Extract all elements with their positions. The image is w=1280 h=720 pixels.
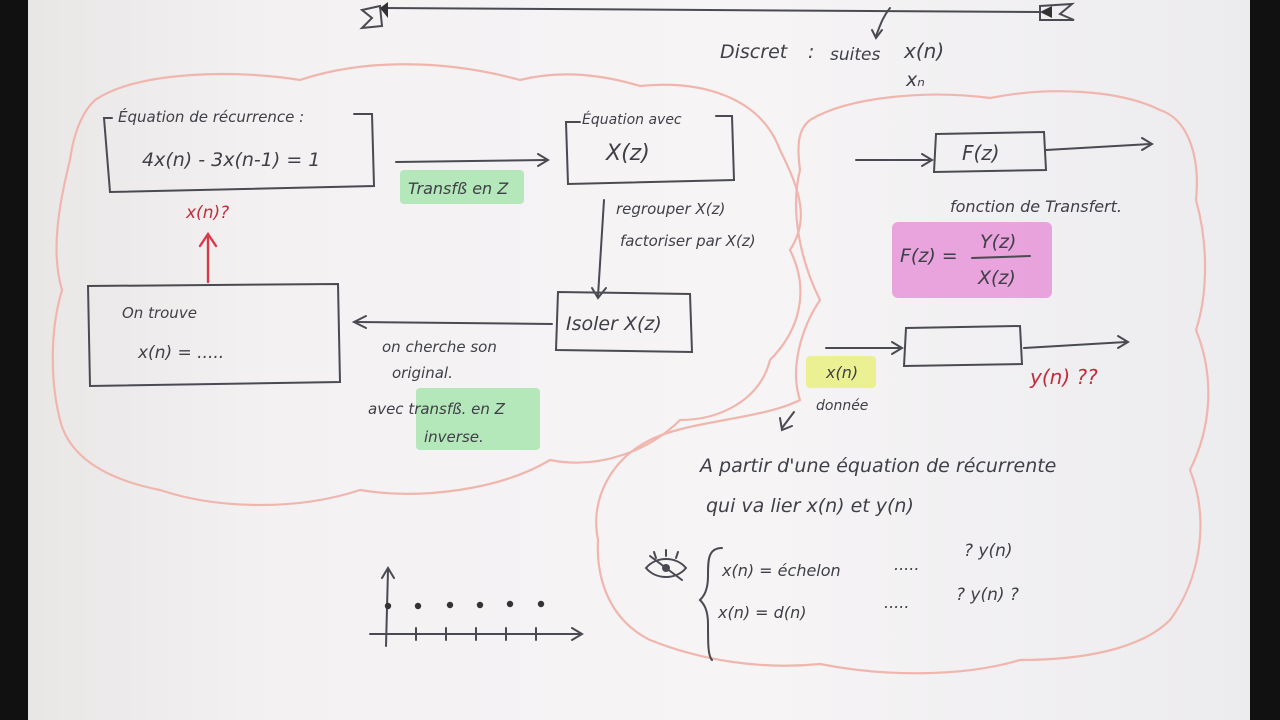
case-2-left: x(n) = d(n) bbox=[717, 603, 806, 622]
paper-sheet bbox=[28, 0, 1250, 720]
xn-function-label: x(n) bbox=[903, 39, 944, 63]
isoler-content: Isoler X(z) bbox=[566, 313, 662, 335]
recurrence-equation: 4x(n) - 3x(n-1) = 1 bbox=[142, 149, 320, 171]
title-banner bbox=[359, 2, 1075, 40]
arrow-transform-z bbox=[395, 153, 550, 167]
output-label: y(n) ?? bbox=[1029, 365, 1098, 389]
result-content: x(n) = ..... bbox=[137, 343, 224, 363]
formula-lhs: F(z) = bbox=[900, 245, 958, 267]
transfer-block: F(z) bbox=[855, 130, 1154, 174]
inverse-transform-line-1: avec transfß. en Z bbox=[368, 400, 506, 418]
transfer-function-label: fonction de Transfert. bbox=[950, 197, 1122, 216]
question-xn: x(n)? bbox=[185, 203, 229, 223]
equation-z-content: X(z) bbox=[605, 141, 650, 166]
sentence-line-2: qui va lier x(n) et y(n) bbox=[706, 495, 914, 517]
discrete-note: Discret : suites x(n) xₙ bbox=[720, 39, 944, 91]
discrete-signal-plot bbox=[369, 566, 584, 647]
result-title: On trouve bbox=[122, 304, 197, 322]
sentence-line-1: A partir d'une équation de récurrente bbox=[698, 455, 1056, 477]
right-cloud-outline bbox=[595, 90, 1210, 675]
given-label: donnée bbox=[816, 398, 868, 414]
arrow-down-isoler bbox=[591, 199, 607, 300]
yellow-highlight-input bbox=[806, 356, 876, 388]
formula-numerator: Y(z) bbox=[980, 231, 1016, 253]
green-highlight-inverse bbox=[416, 388, 540, 450]
case-2-dots: ..... bbox=[884, 593, 909, 612]
left-cloud-outline bbox=[51, 63, 802, 507]
pink-highlight-formula bbox=[892, 222, 1052, 298]
equation-z-title: Équation avec bbox=[582, 111, 682, 128]
colon-label: : bbox=[808, 41, 814, 63]
green-highlight-transform bbox=[400, 170, 524, 204]
regroup-line-1: regrouper X(z) bbox=[616, 200, 725, 218]
inverse-transform-line-2: inverse. bbox=[424, 428, 484, 446]
discret-label: Discret bbox=[720, 41, 789, 63]
regroup-line-2: factoriser par X(z) bbox=[620, 232, 756, 250]
red-up-arrow bbox=[198, 231, 218, 284]
equation-z-box: Équation avec X(z) bbox=[564, 111, 736, 186]
case-1-dots: ..... bbox=[894, 555, 919, 574]
case-1-right: ? y(n) bbox=[964, 541, 1013, 561]
arrow-inverse bbox=[351, 315, 553, 329]
crossed-eye-icon bbox=[644, 549, 688, 581]
inverse-line-1: on cherche son bbox=[382, 338, 497, 356]
case-1-left: x(n) = échelon bbox=[721, 561, 841, 580]
recurrence-title: Équation de récurrence : bbox=[118, 107, 304, 126]
isoler-box: Isoler X(z) bbox=[554, 290, 694, 354]
transfer-formula: F(z) = Y(z) X(z) bbox=[900, 231, 1031, 289]
transform-z-label: Transfß en Z bbox=[408, 179, 509, 198]
xn-subscript-label: xₙ bbox=[905, 69, 925, 91]
recurrence-box: Équation de récurrence : 4x(n) - 3x(n-1)… bbox=[102, 107, 376, 194]
suites-label: suites bbox=[830, 45, 880, 65]
cases-brace bbox=[698, 547, 723, 661]
given-pointer-arrow bbox=[779, 411, 795, 432]
input-label: x(n) bbox=[825, 363, 858, 382]
result-box: On trouve x(n) = ..... bbox=[86, 282, 342, 388]
system-block bbox=[825, 324, 1130, 368]
case-2-right: ? y(n) ? bbox=[956, 585, 1019, 605]
inverse-line-2: original. bbox=[392, 364, 453, 382]
transfer-block-content: F(z) bbox=[962, 141, 1000, 165]
formula-denominator: X(z) bbox=[977, 267, 1016, 289]
